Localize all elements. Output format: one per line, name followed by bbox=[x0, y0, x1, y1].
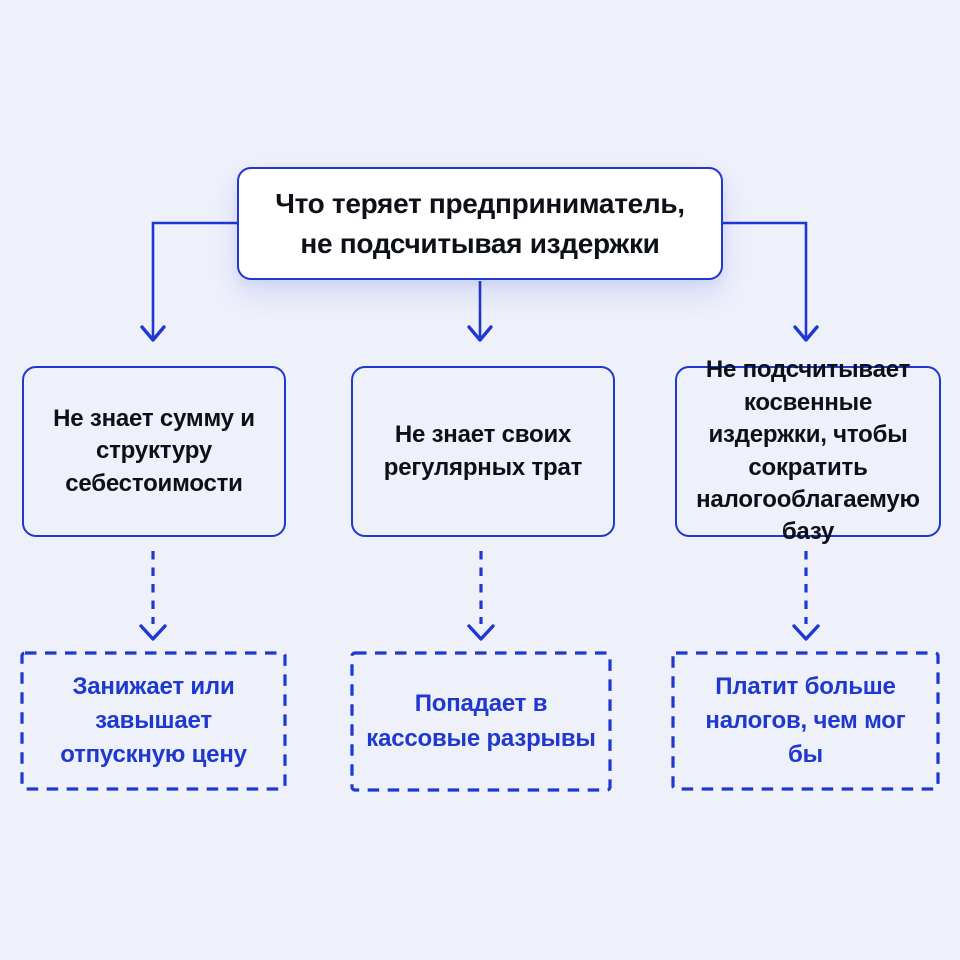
consequence-box-1: Занижает или завышает отпускную цену bbox=[60, 672, 247, 769]
consequence-box-3: Платит больше налогов, чем мог бы bbox=[705, 672, 906, 769]
cause-box-3: Не подсчитывает косвенные издержки, чтоб… bbox=[675, 356, 941, 545]
dashed-arrow-cause-1-to-consequence-1 bbox=[139, 551, 167, 641]
root-box-title: Что теряет предприниматель, не подсчитыв… bbox=[237, 167, 723, 280]
dashed-arrow-cause-3-to-consequence-3 bbox=[792, 551, 820, 641]
dashed-arrow-cause-2-to-consequence-2 bbox=[467, 551, 495, 641]
arrow-root-to-cause-2 bbox=[467, 281, 493, 342]
cause-box-1: Не знает сумму и структуру себестоимости bbox=[22, 366, 286, 537]
cause-box-2: Не знает своих регулярных трат bbox=[351, 366, 615, 537]
consequence-box-2: Попадает в кассовые разрывы bbox=[366, 690, 596, 752]
arrow-root-to-cause-3 bbox=[723, 221, 819, 342]
arrow-root-to-cause-1 bbox=[140, 221, 237, 342]
